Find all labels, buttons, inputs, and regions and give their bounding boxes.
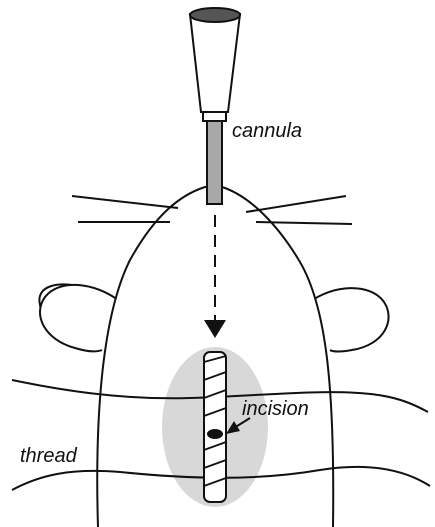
incision-hole (207, 429, 223, 439)
cannula-neck (203, 112, 226, 121)
cannula-tube (207, 112, 222, 204)
whisker-right-upper (246, 196, 346, 212)
thread-label: thread (20, 445, 78, 467)
cannula-cap (190, 8, 240, 22)
incision-label: incision (242, 398, 309, 420)
cannula-hub (190, 14, 240, 112)
cannula-label: cannula (232, 120, 302, 142)
whisker-left-upper (72, 196, 178, 208)
